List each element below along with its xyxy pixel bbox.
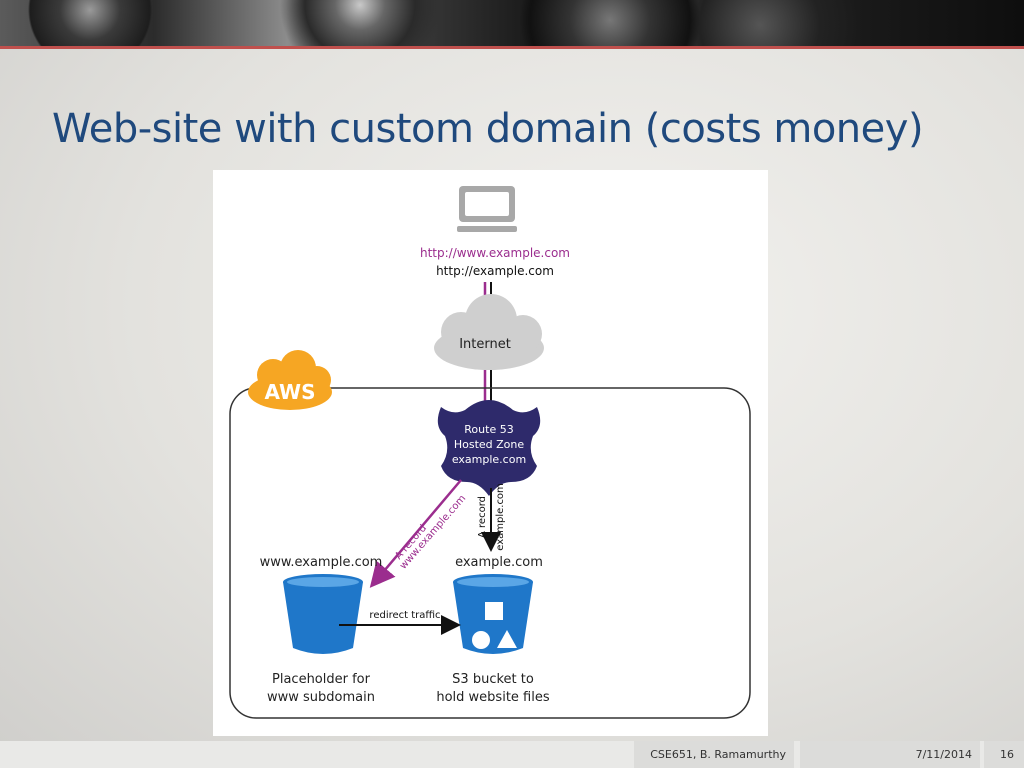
s3-bucket-icon	[453, 574, 533, 654]
route53-shield-icon	[437, 400, 541, 496]
aws-region-box	[229, 387, 751, 719]
record-arrow-left	[369, 479, 462, 588]
bucket-left-domain: www.example.com	[260, 555, 383, 570]
redirect-label: redirect traffic	[369, 610, 440, 621]
header-accent-line	[0, 46, 1024, 49]
computer-icon	[457, 186, 517, 232]
bucket-right-domain: example.com	[455, 555, 543, 570]
slide-number: 16	[984, 741, 1024, 768]
footer-date: 7/11/2014	[800, 741, 980, 768]
url-www: http://www.example.com	[420, 246, 570, 260]
aws-label: AWS	[264, 380, 315, 404]
aws-cloud-icon	[248, 350, 332, 410]
bucket-left-caption-line1: Placeholder for	[272, 672, 371, 687]
internet-label: Internet	[459, 337, 511, 352]
footer-author: CSE651, B. Ramamurthy	[634, 741, 794, 768]
bucket-right-caption-line2: hold website files	[436, 690, 549, 705]
bucket-left-caption-line2: www subdomain	[267, 690, 375, 705]
architecture-diagram: http://www.example.com http://example.co…	[213, 170, 768, 736]
url-root: http://example.com	[436, 264, 554, 278]
slide-title: Web-site with custom domain (costs money…	[52, 106, 924, 152]
bucket-right-caption-line1: S3 bucket to	[452, 672, 534, 687]
internet-cloud-icon	[434, 294, 544, 370]
record-right-line1: A record	[477, 496, 488, 538]
route53-line1: Route 53	[464, 423, 513, 436]
route53-line3: example.com	[452, 453, 526, 466]
header-banner-image	[0, 0, 1024, 46]
placeholder-bucket-icon	[283, 574, 363, 654]
route53-line2: Hosted Zone	[454, 438, 525, 451]
record-right-line2: example.com	[495, 483, 506, 551]
